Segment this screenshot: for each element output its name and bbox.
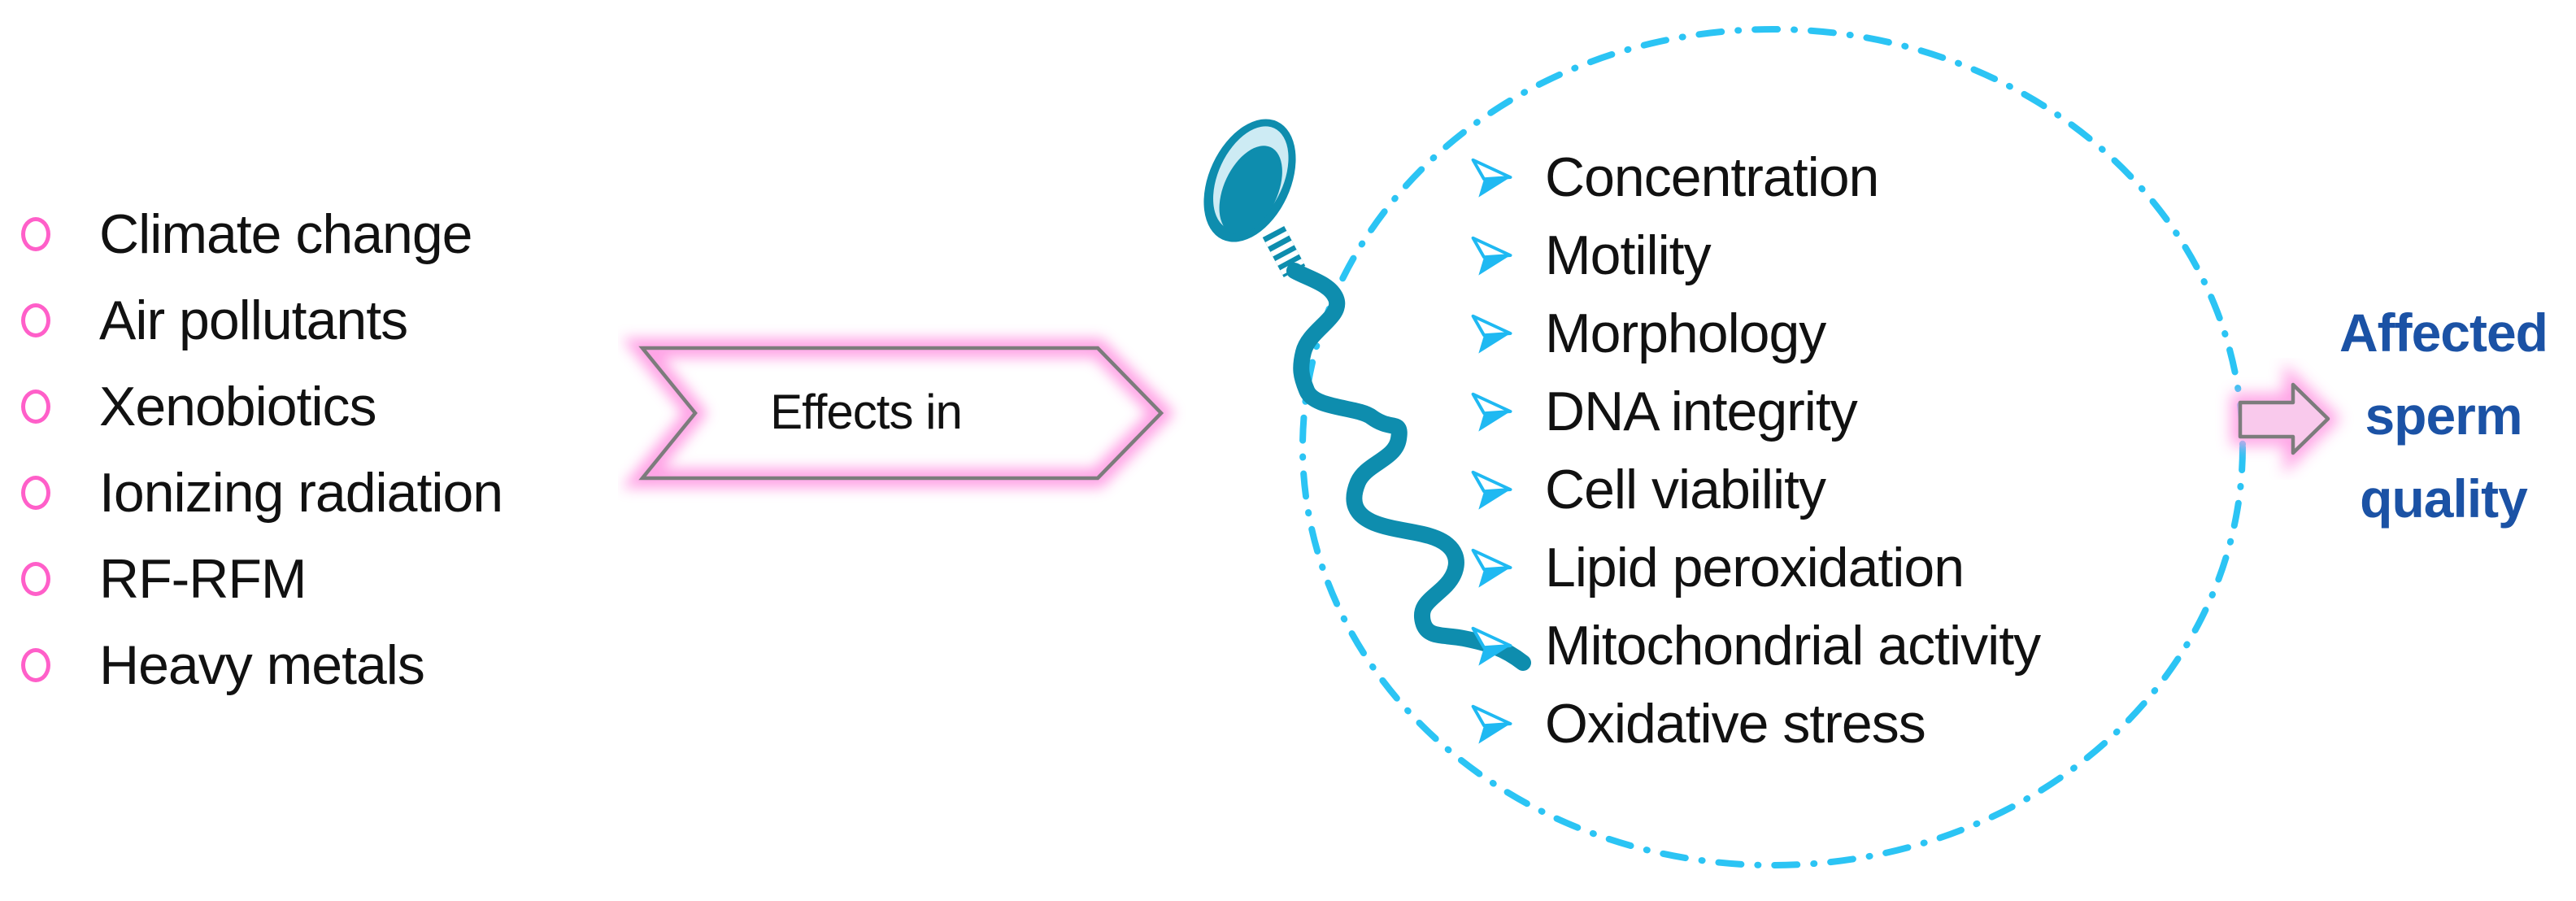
effect-label: DNA integrity xyxy=(1545,381,1858,442)
list-item: Ionizing radiation xyxy=(21,450,503,536)
chevron-arrow-shape xyxy=(621,338,1175,488)
list-item: Oxidative stress xyxy=(1469,685,2040,763)
effect-label: Lipid peroxidation xyxy=(1545,537,1965,598)
outcome-line: quality xyxy=(2360,468,2528,529)
list-item: RF-RFM xyxy=(21,536,503,622)
circle-bullet-icon xyxy=(21,648,50,682)
factor-label: Heavy metals xyxy=(99,634,425,696)
outcome-line: sperm xyxy=(2365,385,2522,446)
list-item: Lipid peroxidation xyxy=(1469,529,2040,607)
list-item: Morphology xyxy=(1469,294,2040,372)
list-item: Air pollutants xyxy=(21,277,503,363)
sperm-tail xyxy=(1286,263,1531,671)
list-item: Heavy metals xyxy=(21,622,503,708)
effect-label: Morphology xyxy=(1545,303,1826,364)
arrowhead-bullet-icon xyxy=(1471,548,1512,588)
circle-bullet-icon xyxy=(21,476,50,510)
effect-label: Oxidative stress xyxy=(1545,693,1926,755)
arrowhead-bullet-icon xyxy=(1471,158,1512,198)
environmental-factors-list: Climate change Air pollutants Xenobiotic… xyxy=(21,191,503,708)
arrowhead-bullet-icon xyxy=(1471,470,1512,510)
effect-label: Motility xyxy=(1545,224,1712,286)
arrowhead-bullet-icon xyxy=(1471,704,1512,744)
list-item: Motility xyxy=(1469,216,2040,294)
factor-label: Climate change xyxy=(99,203,472,265)
sperm-effects-list: Concentration Motility Morphology DNA in… xyxy=(1469,138,2041,763)
factor-label: RF-RFM xyxy=(99,548,307,610)
circle-bullet-icon xyxy=(21,217,50,251)
list-item: DNA integrity xyxy=(1469,372,2040,450)
list-item: Climate change xyxy=(21,191,503,277)
arrowhead-bullet-icon xyxy=(1471,236,1512,276)
list-item: Mitochondrial activity xyxy=(1469,607,2041,685)
sperm-icon xyxy=(1203,119,1531,671)
effects-in-label: Effects in xyxy=(770,385,963,439)
sperm-head xyxy=(1203,119,1296,242)
circle-bullet-icon xyxy=(21,390,50,424)
list-item: Cell viability xyxy=(1469,450,2040,529)
effect-label: Cell viability xyxy=(1545,459,1826,520)
effect-label: Concentration xyxy=(1545,146,1879,208)
factor-label: Ionizing radiation xyxy=(99,462,503,524)
arrowhead-bullet-icon xyxy=(1471,626,1512,666)
factor-label: Xenobiotics xyxy=(99,376,377,437)
factor-label: Air pollutants xyxy=(99,289,408,351)
outcome-line: Affected xyxy=(2339,303,2548,363)
effect-label: Mitochondrial activity xyxy=(1545,615,2041,677)
block-arrow-icon xyxy=(2231,363,2341,475)
list-item: Concentration xyxy=(1469,138,2040,216)
circle-bullet-icon xyxy=(21,562,50,596)
arrowhead-bullet-icon xyxy=(1471,392,1512,432)
outcome-text: Affected sperm quality xyxy=(2309,291,2576,540)
dashed-ellipse-icon xyxy=(1299,26,2246,868)
list-item: Xenobiotics xyxy=(21,363,503,450)
arrowhead-bullet-icon xyxy=(1471,314,1512,354)
circle-bullet-icon xyxy=(21,303,50,337)
